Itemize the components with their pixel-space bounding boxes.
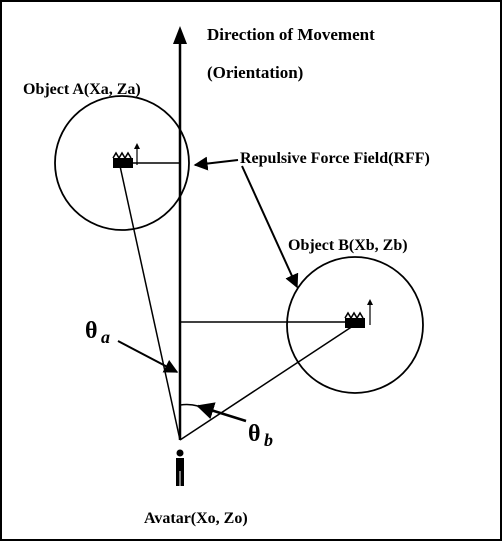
theta-b-arrow [196,402,247,423]
object-a-force-field [54,95,190,231]
object-a-label: Object A(Xa, Za) [23,81,141,98]
object-b-label: Object B(Xb, Zb) [288,237,408,254]
theta-a-subscript: a [101,327,110,347]
orientation-label: (Orientation) [207,63,303,82]
object-b-icon [344,299,373,328]
rff-arrow-b [241,165,299,289]
avatar-to-object-a-line [119,165,181,441]
theta-b-symbol: θ [248,421,261,447]
object-a-icon [112,143,140,168]
avatar-person-icon [176,449,184,486]
movement-arrowhead [173,26,187,44]
object-b-force-field [286,256,424,394]
theta-b-subscript: b [264,430,273,450]
rff-label: Repulsive Force Field(RFF) [240,150,430,167]
theta-a-symbol: θ [85,318,98,344]
avatar-label: Avatar(Xo, Zo) [144,510,248,527]
direction-label: Direction of Movement [207,25,375,44]
avatar-to-object-b-line [179,323,357,441]
rff-arrow-a [193,156,239,171]
theta-a-arrow [117,340,179,373]
